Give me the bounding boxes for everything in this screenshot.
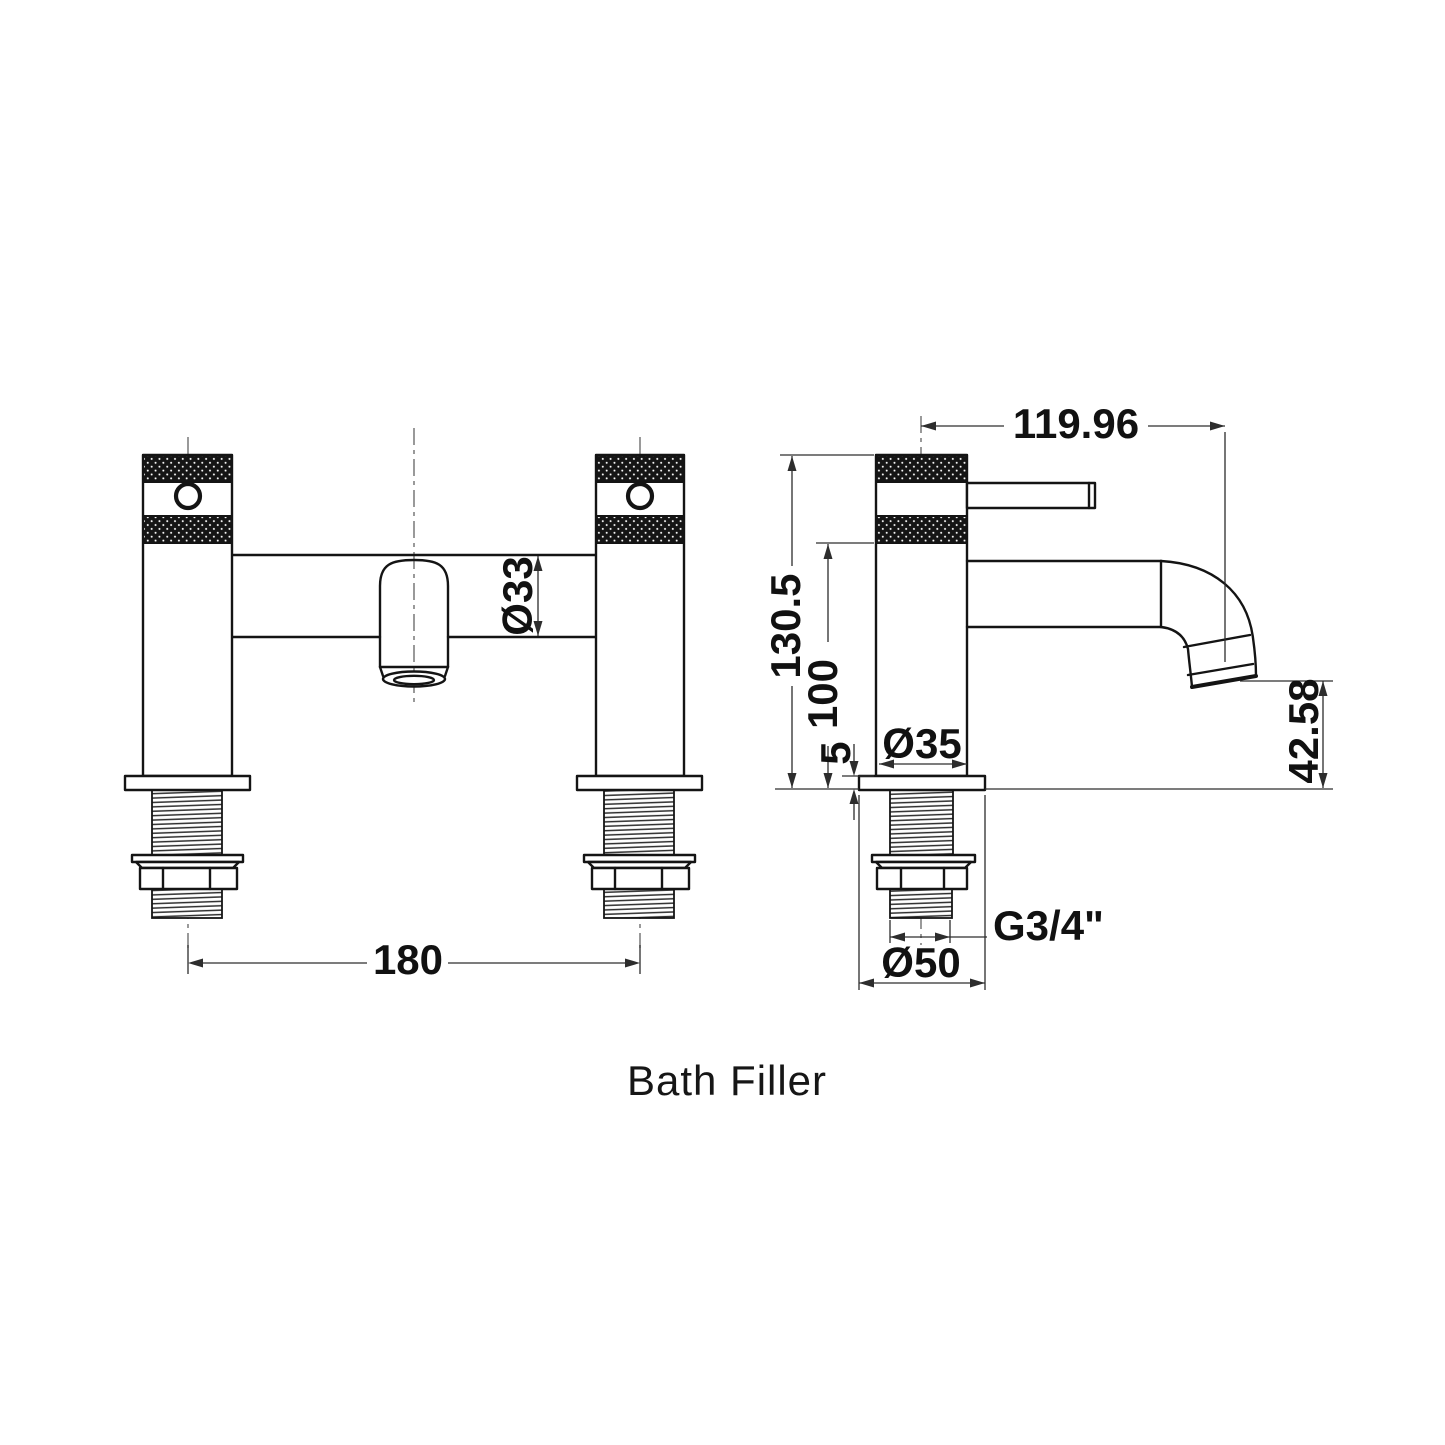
spout-mouth-inner bbox=[392, 674, 436, 686]
dim-height-to-body-label: 100 bbox=[799, 659, 846, 729]
handle-hole bbox=[173, 481, 203, 511]
dim-spout-reach-label: 119.96 bbox=[1013, 400, 1139, 447]
front-left-pillar bbox=[141, 453, 234, 778]
side-base bbox=[857, 774, 987, 919]
front-left-base bbox=[123, 774, 252, 919]
side-spout bbox=[965, 559, 1258, 689]
side-view: 119.96 130.5 100 5 bbox=[762, 400, 1333, 990]
front-view: Ø33 180 bbox=[123, 428, 704, 983]
base-plate bbox=[575, 774, 704, 792]
base-plate bbox=[857, 774, 987, 792]
backnut bbox=[875, 866, 969, 891]
knurl-band-bottom bbox=[142, 515, 233, 544]
dim-pillar-diameter: Ø35 bbox=[879, 720, 967, 769]
handle-hole bbox=[625, 481, 655, 511]
dim-tap-centres-label: 180 bbox=[373, 936, 443, 983]
front-centerlines bbox=[187, 428, 641, 948]
knurl-band-bottom bbox=[595, 515, 685, 544]
pillar-outline bbox=[141, 453, 234, 778]
dim-pillar-diameter-label: Ø35 bbox=[882, 720, 961, 767]
spout-taper-right bbox=[443, 665, 450, 678]
shank-thread-upper bbox=[603, 789, 675, 856]
drawing-caption: Bath Filler bbox=[627, 1057, 827, 1104]
spout-outer-curve bbox=[1159, 559, 1258, 678]
handle-lever bbox=[965, 481, 1097, 510]
spout-taper-left bbox=[378, 665, 385, 678]
knurl-band-top bbox=[595, 454, 685, 483]
knurl-band-top bbox=[142, 454, 233, 483]
front-right-pillar bbox=[594, 453, 686, 778]
spout-ring-line-2 bbox=[1186, 662, 1255, 677]
spout-outlet-face bbox=[1190, 674, 1258, 689]
dim-base-plate-thickness-label: 5 bbox=[812, 741, 859, 764]
side-pillar bbox=[874, 453, 969, 778]
backnut bbox=[138, 866, 239, 891]
dim-flange-diameter: Ø50 bbox=[858, 795, 986, 990]
front-right-base bbox=[575, 774, 704, 919]
dim-body-diameter-label: Ø33 bbox=[494, 556, 541, 635]
spout-ring-line-1 bbox=[1182, 633, 1252, 649]
backnut bbox=[590, 866, 691, 891]
shank-thread-lower bbox=[603, 888, 675, 919]
dim-tap-centres: 180 bbox=[187, 936, 641, 983]
spout-outline bbox=[378, 558, 450, 669]
dim-spout-reach: 119.96 bbox=[921, 400, 1226, 662]
shank-thread-upper bbox=[889, 789, 954, 856]
dim-spout-outlet-height: 42.58 bbox=[1240, 678, 1333, 788]
dim-height-to-body: 100 bbox=[799, 542, 874, 788]
dim-body-diameter: Ø33 bbox=[494, 556, 543, 636]
knurl-band-bottom bbox=[875, 515, 968, 544]
shank-thread-upper bbox=[151, 789, 223, 856]
pillar-outline bbox=[594, 453, 686, 778]
spout-inner-curve bbox=[1159, 625, 1194, 689]
dim-connection-thread: G3/4" bbox=[889, 902, 1104, 949]
shank-thread-lower bbox=[151, 888, 223, 919]
dim-connection-thread-label: G3/4" bbox=[993, 902, 1104, 949]
knurl-band-top bbox=[875, 454, 968, 483]
side-handle bbox=[965, 481, 1097, 510]
base-plate bbox=[123, 774, 252, 792]
dim-base-plate-thickness: 5 bbox=[812, 741, 874, 820]
dim-spout-outlet-height-label: 42.58 bbox=[1280, 678, 1327, 783]
dim-flange-diameter-label: Ø50 bbox=[881, 939, 960, 986]
dim-overall-height: 130.5 bbox=[762, 454, 874, 788]
front-spout bbox=[378, 558, 450, 688]
pillar-outline bbox=[874, 453, 969, 778]
dim-overall-height-label: 130.5 bbox=[762, 573, 809, 678]
shank-thread-lower bbox=[889, 888, 953, 919]
